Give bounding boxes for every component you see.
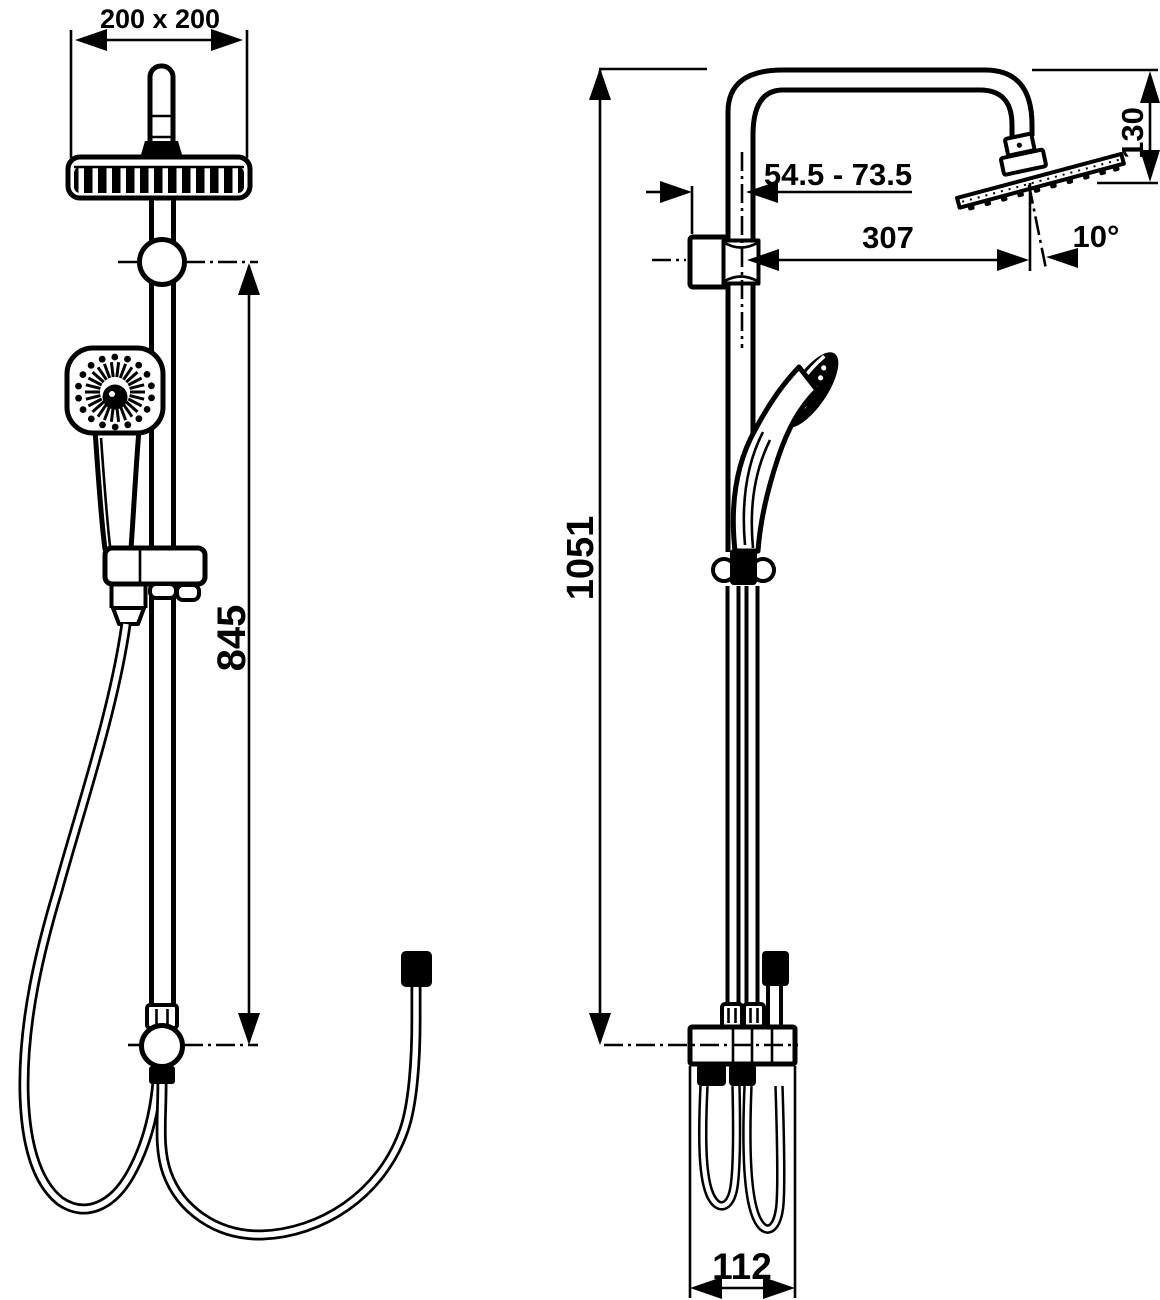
hand-shower-handle-side xyxy=(730,364,820,554)
arrow-right xyxy=(660,181,692,203)
arrow-up xyxy=(1140,71,1160,103)
arrow-left xyxy=(690,1277,722,1299)
dim-total-height: 1051 xyxy=(560,67,707,1045)
dim-label-total-height: 1051 xyxy=(560,516,602,601)
wall-bracket-top xyxy=(652,152,761,348)
wall-arm xyxy=(725,67,1035,552)
ribbed-cap xyxy=(720,1002,744,1029)
tilted-axis-line xyxy=(1027,184,1048,270)
arrow-right xyxy=(211,29,243,51)
dim-inlet-width: 112 xyxy=(688,1066,797,1299)
arrow-right xyxy=(763,1277,795,1299)
dim-wall-offset: 54.5 - 73.5 xyxy=(646,157,912,234)
arrow-angle xyxy=(1046,248,1078,268)
dim-label-head-angle: 10° xyxy=(1073,219,1120,254)
spray-face-pattern xyxy=(75,353,155,431)
dim-label-inlet-width: 112 xyxy=(712,1246,772,1287)
shower-hose-front xyxy=(18,623,432,1241)
hand-shower-front xyxy=(64,345,166,552)
slide-rail xyxy=(149,198,176,1005)
dim-head-size: 200 x 200 xyxy=(69,4,249,158)
arrow-left xyxy=(75,29,107,51)
connector-nut xyxy=(140,141,183,158)
slider-bracket xyxy=(102,545,208,626)
wall-bracket-bottom xyxy=(604,1024,798,1086)
bottom-inlet-front xyxy=(128,1003,258,1084)
hose-connector-end xyxy=(401,951,432,987)
hose-connector-end-side xyxy=(762,951,789,986)
dim-label-head-size: 200 x 200 xyxy=(100,4,220,34)
dim-label-wall-offset: 54.5 - 73.5 xyxy=(764,157,912,192)
bracket-hump xyxy=(148,582,178,600)
arrow-left xyxy=(747,249,779,271)
spray-face-hatch xyxy=(74,167,244,193)
arrow-up xyxy=(589,68,611,100)
hand-shower-holder xyxy=(730,549,757,585)
inlet-nut xyxy=(149,1066,175,1084)
dim-head-angle: 10° xyxy=(1027,183,1120,271)
ribbed-cap xyxy=(742,1002,766,1029)
arrow-down xyxy=(1140,150,1160,182)
spray-nubs xyxy=(967,165,1120,211)
overhead-shower-side xyxy=(955,131,1126,211)
hose-nut xyxy=(729,1064,756,1086)
hose-nut xyxy=(697,1064,726,1086)
inlet-ball xyxy=(139,1023,185,1069)
diverter-knob xyxy=(118,237,258,287)
spray-center xyxy=(102,384,128,410)
overhead-shower-front xyxy=(65,63,253,201)
dim-head-drop: 130 xyxy=(1032,68,1160,185)
arrow-right xyxy=(997,249,1029,271)
hose-coupling xyxy=(111,606,146,626)
head-nut xyxy=(999,147,1048,177)
dim-rail-length: 845 xyxy=(210,263,260,1045)
dim-arm-reach: 307 xyxy=(747,220,1029,271)
release-button xyxy=(175,583,201,602)
front-view: 200 x 200 xyxy=(18,4,432,1241)
arrow-up xyxy=(238,263,260,295)
arrow-down xyxy=(238,1013,260,1045)
arrow-left xyxy=(746,181,778,203)
dim-label-rail-length: 845 xyxy=(210,605,254,672)
dim-label-head-drop: 130 xyxy=(1115,107,1150,159)
head-plate-side xyxy=(955,151,1126,211)
hand-shower-side xyxy=(711,352,839,585)
dim-label-arm-reach: 307 xyxy=(862,220,914,255)
shower-hose-side xyxy=(697,1085,786,1234)
side-view: 54.5 - 73.5 307 xyxy=(560,67,1160,1299)
arrow-down xyxy=(589,1013,611,1045)
rail-and-hose-side xyxy=(720,586,789,1029)
